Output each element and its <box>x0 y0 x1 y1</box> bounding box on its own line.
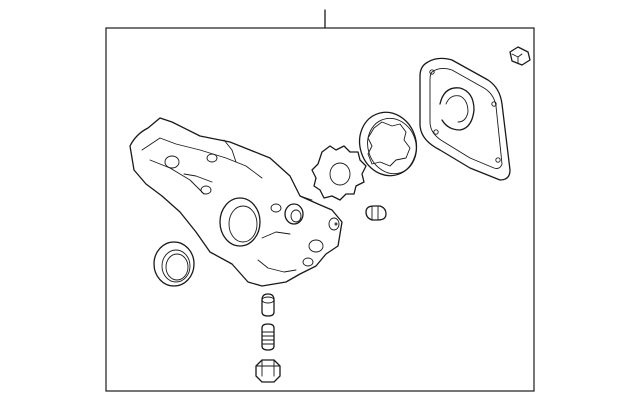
pump-cover-gasket <box>419 57 511 181</box>
front-seal <box>153 241 195 287</box>
inner-rotor <box>311 145 367 201</box>
oil-pump-housing <box>129 117 343 287</box>
locating-pin <box>261 293 275 317</box>
relief-valve-plug <box>334 222 338 226</box>
outer-rotor <box>358 111 418 177</box>
relief-valve-spring <box>261 323 275 351</box>
bolt <box>509 46 531 66</box>
relief-valve <box>365 205 387 221</box>
drain-plug <box>255 359 281 383</box>
diagram-frame <box>105 27 535 392</box>
